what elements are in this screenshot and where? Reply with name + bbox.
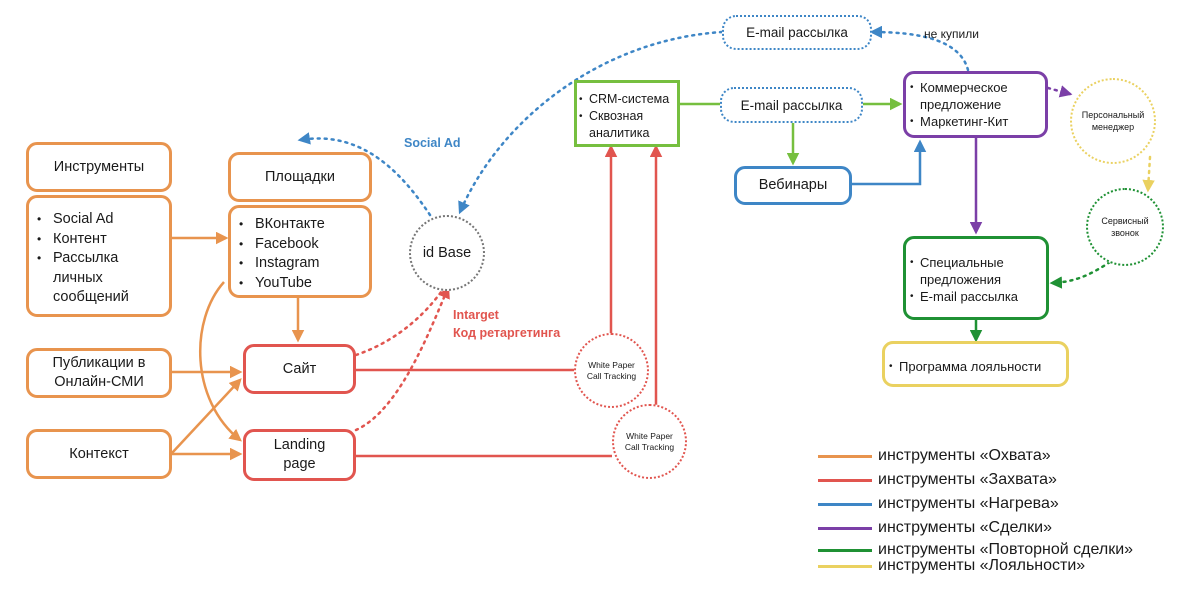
publications-label: Публикации в Онлайн-СМИ [52,355,146,390]
platforms-list-box: ВКонтакте Facebook Instagram YouTube [228,205,372,298]
instruments-list: Social Ad Контент Рассылка личных сообще… [33,210,163,308]
site-label: Сайт [282,360,317,377]
white-paper-circle-2: White Paper Call Tracking [612,404,687,479]
personal-manager-circle: Персональный менеджер [1070,78,1156,164]
legend-item-warmup: инструменты «Нагрева» [818,494,1059,514]
list-item: Рассылка личных сообщений [37,249,143,308]
commercial-box: Коммерческое предложение Маркетинг-Кит [903,71,1048,138]
landing-box: Landing page [243,429,356,481]
webinars-box: Вебинары [734,166,852,205]
legend-label: инструменты «Сделки» [878,519,1052,536]
id-base-circle: id Base [409,215,485,291]
webinars-label: Вебинары [758,177,828,193]
context-box: Контекст [26,429,172,479]
id-base-label: id Base [422,244,472,261]
special-offers-box: Специальные предложения E-mail рассылка [903,236,1049,320]
site-box: Сайт [243,344,356,394]
email-mid-box: E-mail рассылка [720,87,863,123]
crm-box: CRM-система Сквозная аналитика [574,80,680,147]
list-item: Social Ad [37,210,163,230]
legend-item-capture: инструменты «Захвата» [818,470,1057,490]
list-item: Instagram [239,254,365,274]
context-label: Контекст [69,445,129,462]
list-item: E-mail рассылка [910,288,1044,305]
email-top-box: E-mail рассылка [722,15,872,50]
legend-label: инструменты «Нагрева» [878,495,1059,512]
list-item: Коммерческое предложение [910,79,1043,113]
list-item: Специальные предложения [910,254,1044,288]
legend-label: инструменты «Лояльности» [878,557,1086,574]
platforms-title-box: Площадки [228,152,372,202]
legend-label: инструменты «Захвата» [878,471,1057,488]
legend-swatch [818,454,872,458]
email-mid-label: E-mail рассылка [740,97,843,113]
publications-box: Публикации в Онлайн-СМИ [26,348,172,398]
special-list: Специальные предложения E-mail рассылка [908,254,1044,305]
instruments-list-box: Social Ad Контент Рассылка личных сообще… [26,195,172,317]
intarget-label: Intarget [453,308,499,322]
instruments-title: Инструменты [53,158,145,175]
list-item: YouTube [239,274,365,294]
platforms-title: Площадки [264,168,335,185]
legend-swatch [818,548,872,552]
social-ad-label: Social Ad [404,136,461,150]
loyalty-list: Программа лояльности [887,358,1064,375]
white-paper-circle-1: White Paper Call Tracking [574,333,649,408]
legend-item-loyalty: инструменты «Лояльности» [818,556,1085,576]
service-call-label: Сервисный звонок [1101,216,1149,238]
legend-item-reach: инструменты «Охвата» [818,446,1051,466]
list-item: Контент [37,230,163,250]
legend-swatch [818,478,872,482]
legend-swatch [818,502,872,506]
email-top-label: E-mail рассылка [746,25,848,40]
platforms-list: ВКонтакте Facebook Instagram YouTube [235,215,365,293]
list-item: Facebook [239,235,365,255]
legend-item-deal: инструменты «Сделки» [818,518,1052,538]
list-item: CRM-система [579,91,675,108]
list-item: ВКонтакте [239,215,365,235]
crm-list: CRM-система Сквозная аналитика [577,91,675,142]
service-call-circle: Сервисный звонок [1086,188,1164,266]
legend-label: инструменты «Охвата» [878,447,1051,464]
personal-manager-label: Персональный менеджер [1081,110,1145,132]
retarget-label: Код ретаргетинга [453,326,561,340]
instruments-title-box: Инструменты [26,142,172,192]
list-item: Сквозная аналитика [579,108,675,142]
legend-item-repeat: инструменты «Повторной сделки» [818,540,1133,560]
landing-label: Landing page [273,437,326,472]
loyalty-box: Программа лояльности [882,341,1069,387]
legend-swatch [818,564,872,568]
white-paper-label: White Paper Call Tracking [624,430,675,452]
list-item: Маркетинг-Кит [910,113,1043,130]
list-item: Программа лояльности [889,358,1064,375]
legend-swatch [818,526,872,530]
legend-label: инструменты «Повторной сделки» [878,541,1134,558]
commercial-list: Коммерческое предложение Маркетинг-Кит [908,79,1043,130]
white-paper-label: White Paper Call Tracking [586,359,637,381]
not-bought-label: не купили [924,27,979,41]
